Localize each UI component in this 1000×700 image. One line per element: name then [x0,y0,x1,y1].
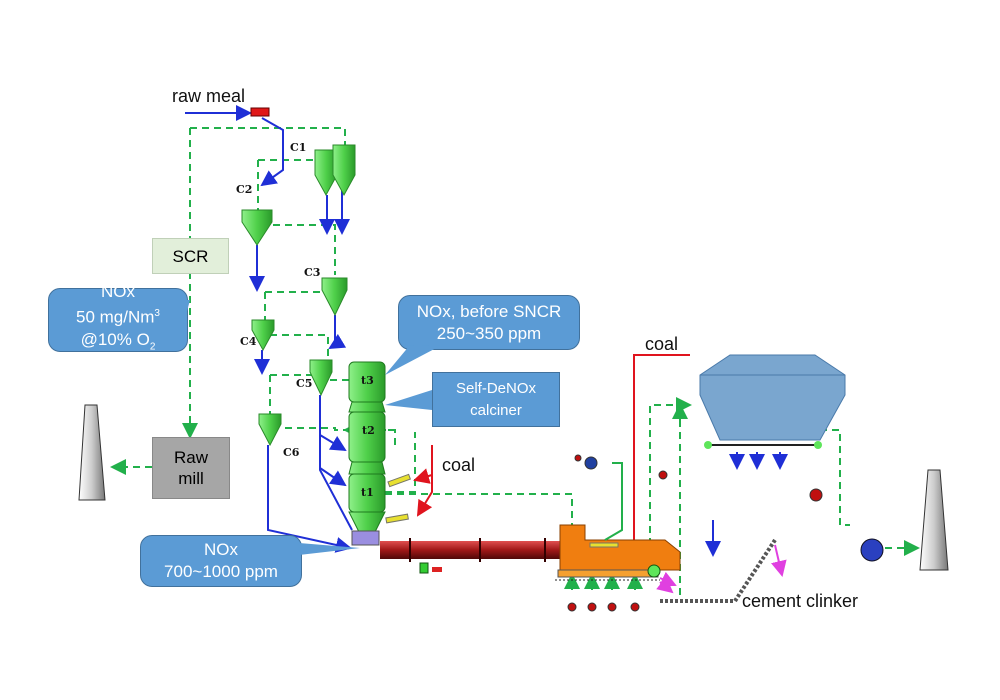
right-chimney [919,469,949,571]
material-flow-lines [185,105,788,557]
callout-text: 700~1000 ppm [164,562,278,581]
callout-calciner: Self-DeNOx calciner [432,372,560,427]
raw-mill-label-2: mill [178,469,204,488]
calciner-t2-label: t2 [362,424,375,437]
rotary-kiln [380,541,565,559]
cyclone-c4-label: C4 [240,335,257,348]
raw-mill-label-1: Raw [173,448,208,467]
cyclone-c5-label: C5 [296,377,313,390]
coal-label-calciner: coal [442,455,476,475]
callout-text: 50 mg/Nm3 [76,308,160,328]
cyclone-c6-label: C6 [283,446,300,459]
clinker-conveyor [660,538,777,603]
left-chimney [78,404,106,501]
callout-text: calciner [470,401,522,419]
cyclone-c3-label: C3 [304,266,321,279]
callout-text: 250~350 ppm [436,323,542,343]
callout-text: Self-DeNOx [455,379,537,397]
scr-label: SCR [172,246,209,266]
callout-before-sncr: NOx, before SNCR 250~350 ppm [398,295,580,350]
clinker-discharge-arrows [656,544,787,594]
callout-stack-nox: NOx 50 mg/Nm3 @10% O2 [48,282,188,353]
cyclone-c2-label: C2 [236,183,253,196]
raw-mill-box: Raw mill [152,437,230,499]
clinker-cooler [555,524,681,581]
raw-meal-label: raw meal [172,86,246,106]
cyclone-c1-label: C1 [290,141,307,154]
hopper-bin [699,354,846,441]
calciner-vessel [348,361,386,533]
cyclone-shapes [241,144,356,447]
calciner-t1-label: t1 [361,486,374,499]
kiln-inlet [351,530,380,546]
callout-text: @10% O2 [80,330,156,353]
raw-meal-feeder [250,107,270,117]
callout-text: NOx [101,282,135,302]
callout-text: NOx [204,540,238,559]
coal-label-cooler: coal [645,334,679,354]
calciner-burners [385,473,412,524]
scr-box: SCR [152,238,229,274]
callout-kiln-inlet: NOx 700~1000 ppm [140,535,302,587]
callout-text: NOx, before SNCR [416,301,562,321]
cement-clinker-label: cement clinker [742,591,859,611]
cooler-fans [567,454,823,612]
calciner-t3-label: t3 [361,374,374,387]
id-fan [860,538,884,562]
